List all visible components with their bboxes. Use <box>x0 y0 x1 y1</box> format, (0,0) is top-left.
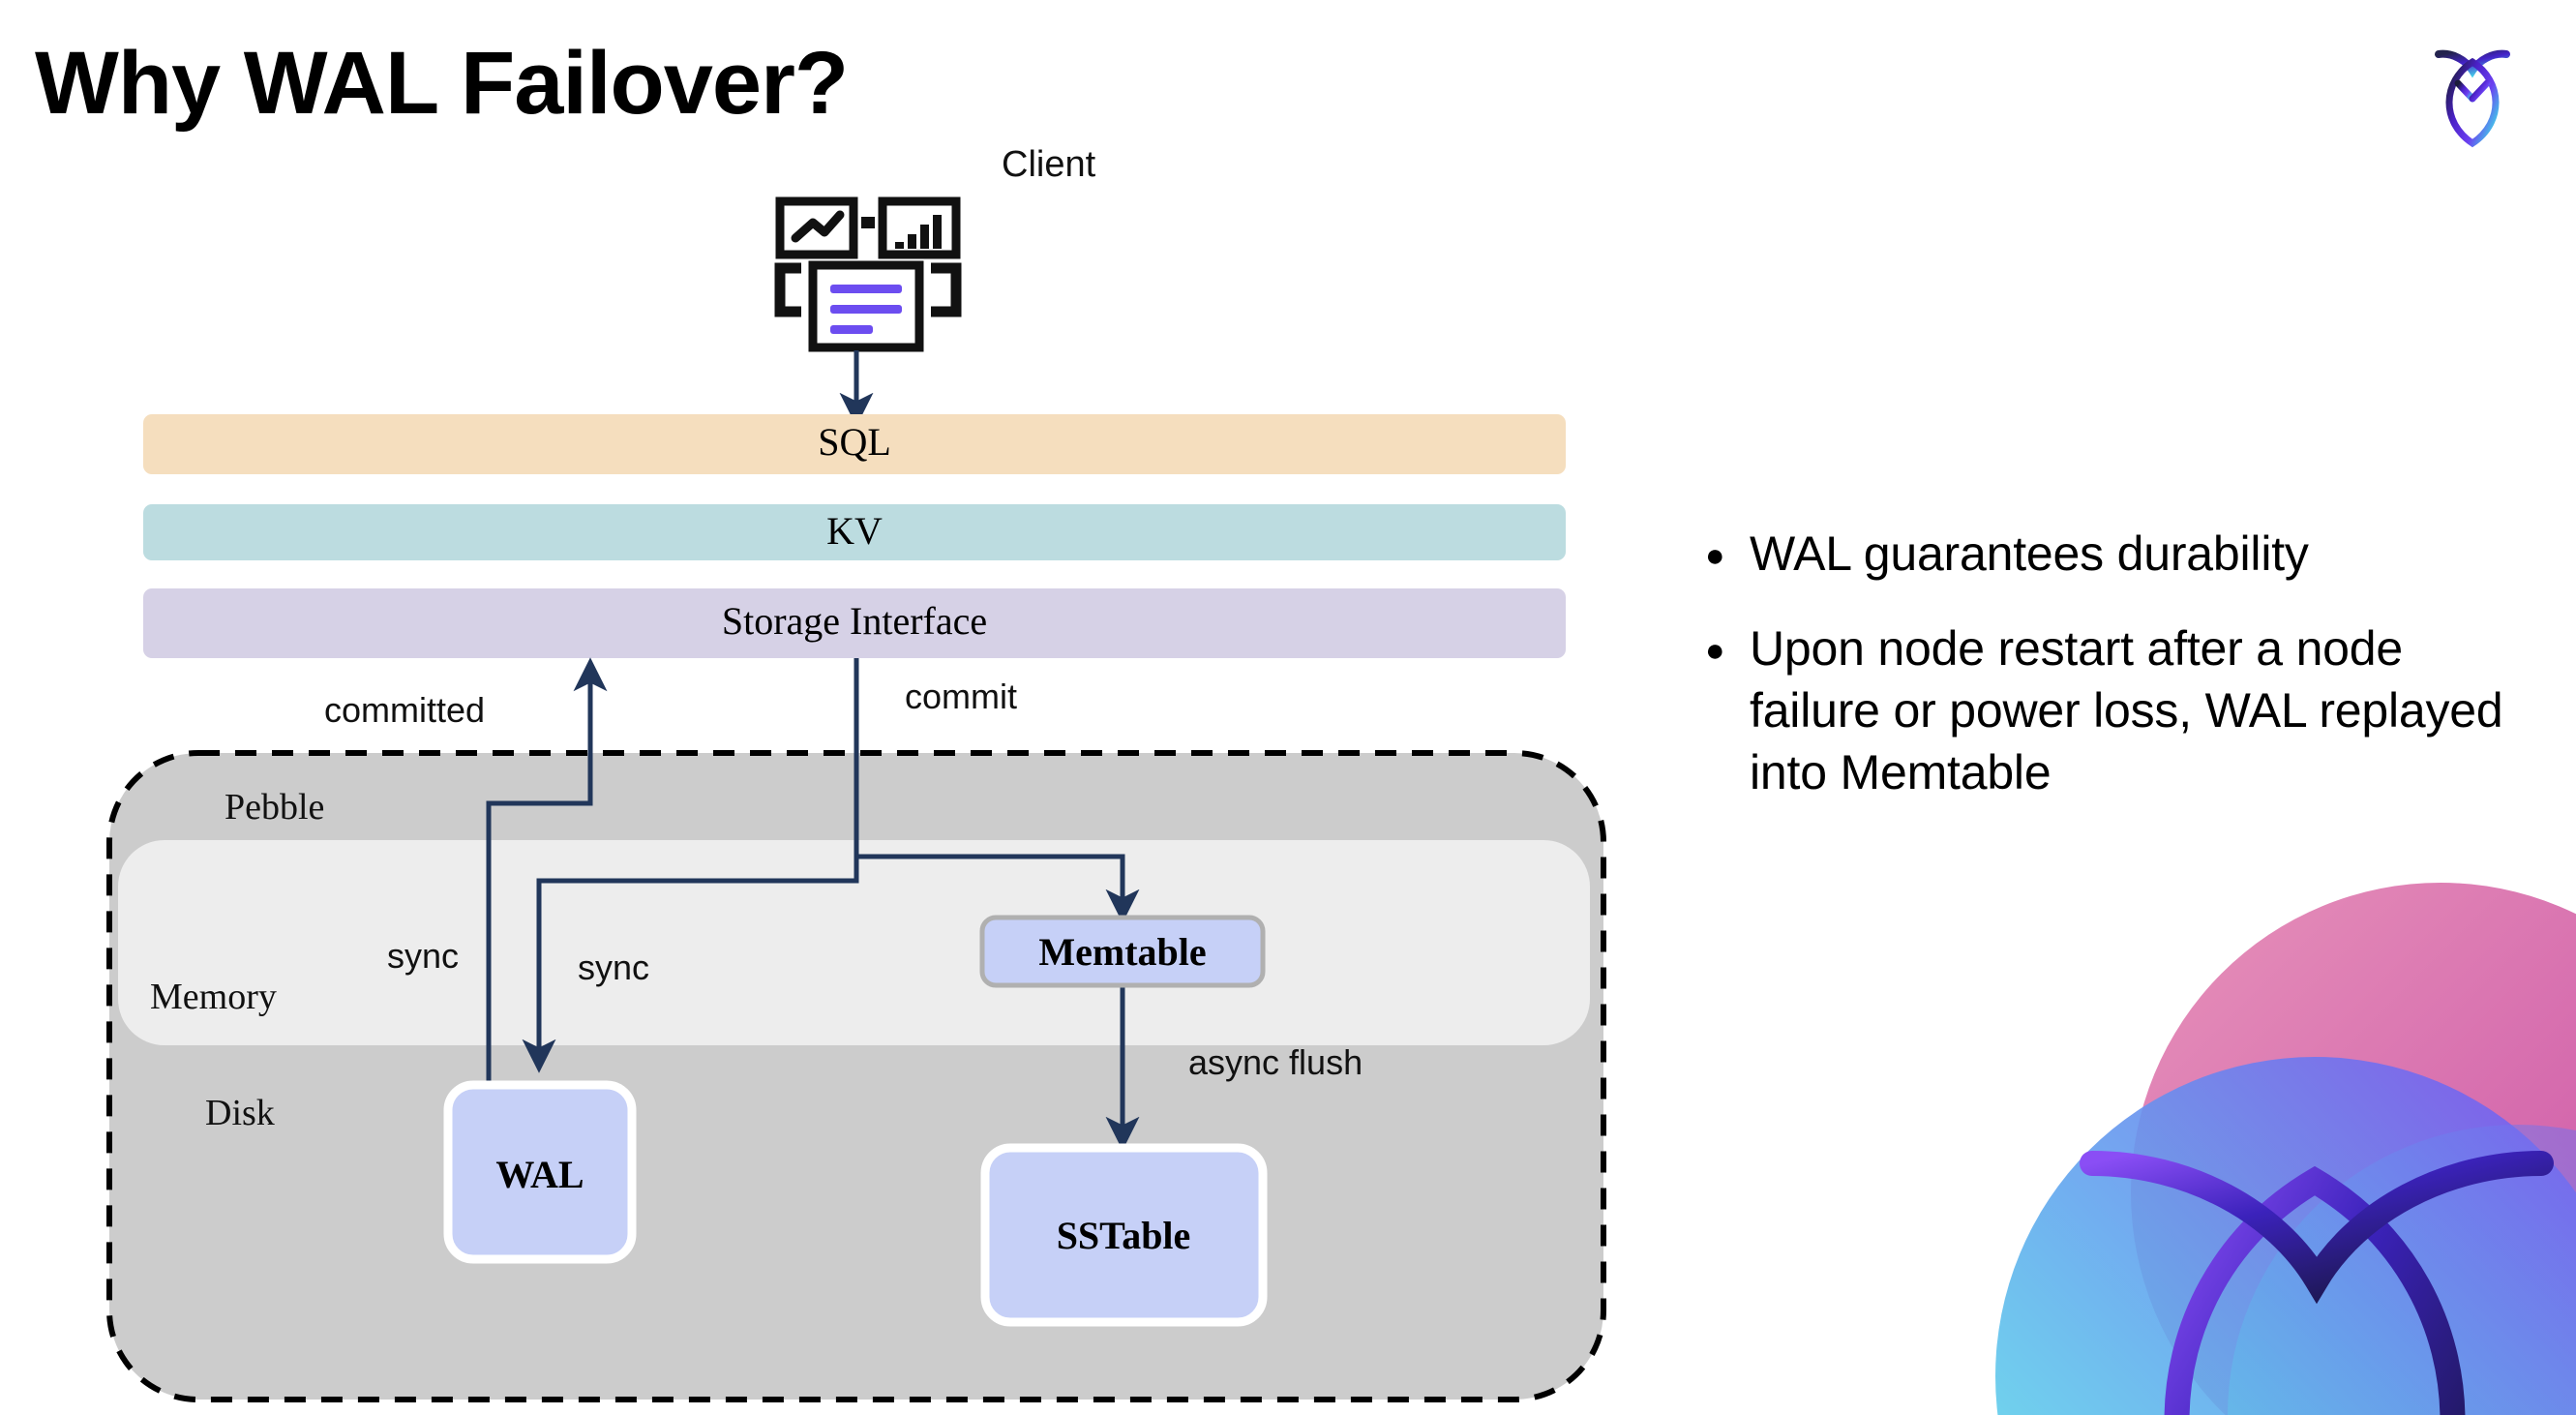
layer-bar-storage-interface <box>143 588 1566 658</box>
page-title: Why WAL Failover? <box>35 34 849 133</box>
client-dashboard-icon <box>774 196 962 352</box>
list-item: ● Upon node restart after a node failure… <box>1692 617 2524 803</box>
layer-label-sql: SQL <box>818 420 891 464</box>
client-label: Client <box>1002 144 1096 185</box>
edge-commit-to-memtable <box>854 658 1140 923</box>
list-item: ● WAL guarantees durability <box>1692 523 2524 588</box>
node-label-wal: WAL <box>495 1153 584 1196</box>
edge-label-sync-right: sync <box>578 948 649 987</box>
edge-label-async-flush: async flush <box>1188 1042 1363 1082</box>
bullet-text: Upon node restart after a node failure o… <box>1750 621 2503 799</box>
bullet-text: WAL guarantees durability <box>1750 527 2309 581</box>
bullet-marker-icon: ● <box>1705 632 1725 669</box>
logo-watermark-decoration <box>1995 883 2576 1415</box>
memory-label: Memory <box>150 977 277 1017</box>
edge-committed-to-storage-interface <box>486 657 608 1118</box>
node-memtable <box>979 915 1266 988</box>
layer-bar-kv <box>143 504 1566 560</box>
layer-label-kv: KV <box>826 509 883 553</box>
layer-label-storage-interface: Storage Interface <box>722 599 987 643</box>
architecture-diagram: Client SQL KV Storage Interface Pebble M… <box>106 144 1606 1402</box>
node-label-memtable: Memtable <box>1038 930 1206 974</box>
node-label-sstable: SSTable <box>1057 1214 1191 1257</box>
edge-label-sync-left: sync <box>387 936 459 976</box>
bullet-marker-icon: ● <box>1705 537 1725 574</box>
edge-label-committed: committed <box>324 690 485 730</box>
cockroachdb-logo-icon <box>2435 49 2510 148</box>
disk-label: Disk <box>205 1093 275 1133</box>
bullet-list: ● WAL guarantees durability ● Upon node … <box>1692 523 2524 832</box>
memory-region <box>118 840 1590 1045</box>
node-wal <box>443 1080 637 1264</box>
edge-label-commit: commit <box>905 677 1017 716</box>
edge-commit-sync-to-wal <box>522 857 859 1073</box>
node-sstable <box>980 1143 1268 1327</box>
pebble-label: Pebble <box>225 787 324 828</box>
layer-bar-sql <box>143 414 1566 474</box>
